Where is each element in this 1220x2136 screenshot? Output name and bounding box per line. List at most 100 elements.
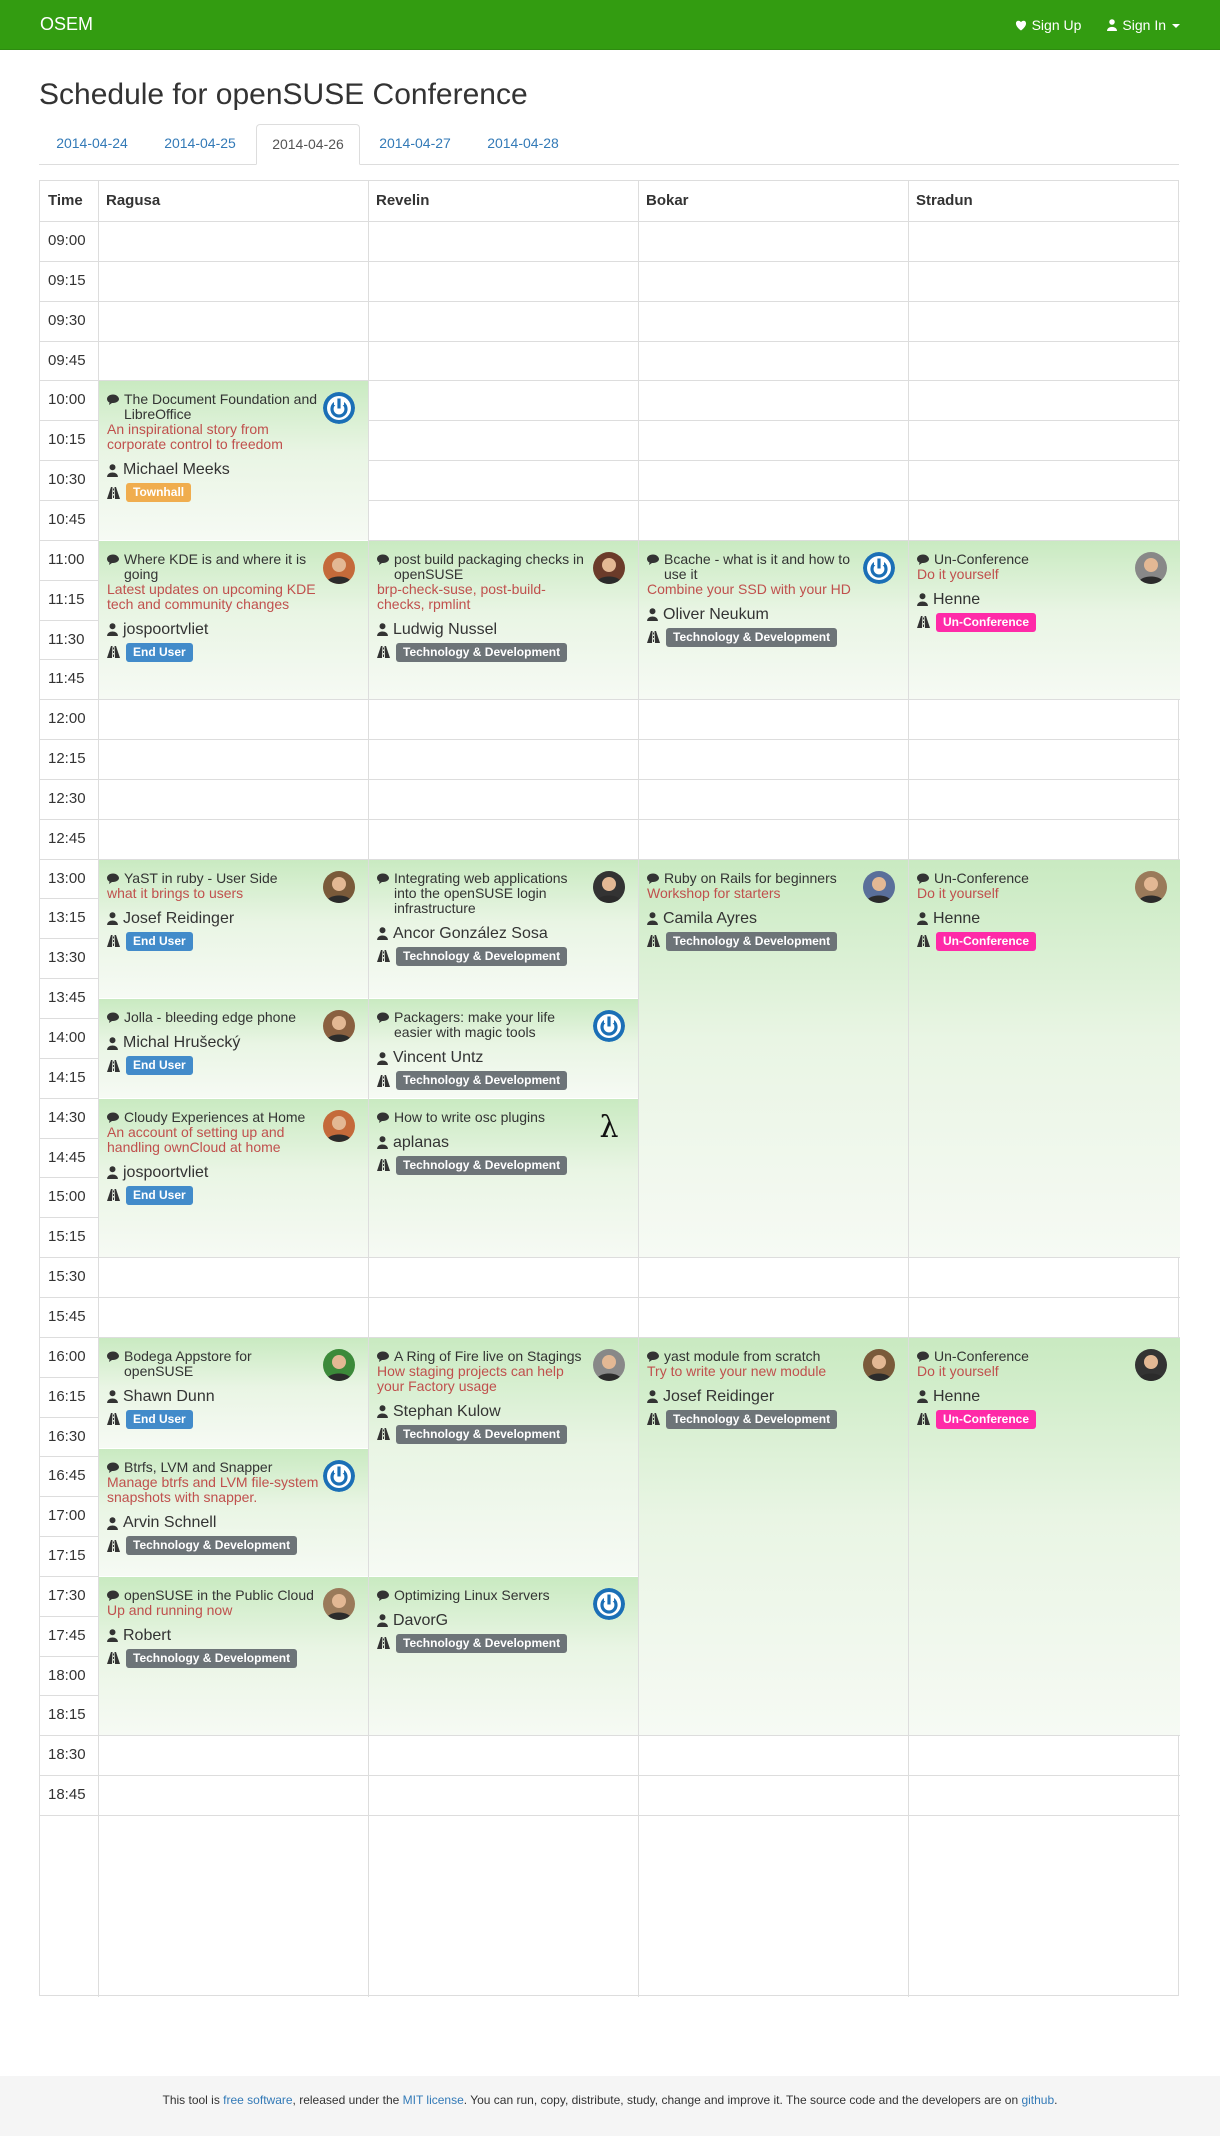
- row-divider: [908, 380, 1180, 382]
- time-cell: 13:15: [48, 909, 86, 927]
- row-divider: [368, 1336, 638, 1338]
- track-badge: End User: [126, 931, 193, 951]
- row-divider: [40, 1217, 98, 1219]
- row-divider: [40, 778, 98, 780]
- event-subtitle: Latest updates on upcoming KDE tech and …: [107, 580, 316, 612]
- opensuse-power-icon: [593, 1010, 625, 1043]
- footer: This tool is free software, released und…: [0, 2076, 1220, 2136]
- event-title[interactable]: Cloudy Experiences at Home: [107, 1109, 360, 1125]
- event-title[interactable]: yast module from scratch: [647, 1348, 900, 1364]
- brand-link[interactable]: OSEM: [40, 14, 94, 34]
- event-title[interactable]: The Document Foundation and LibreOffice: [107, 392, 360, 422]
- row-divider: [98, 739, 368, 741]
- event-title[interactable]: Where KDE is and where it is going: [107, 551, 360, 582]
- event-title[interactable]: Un-Conference: [917, 551, 1172, 567]
- event-title[interactable]: Ruby on Rails for beginners: [647, 870, 900, 886]
- tab-2014-04-24[interactable]: 2014-04-24: [56, 135, 128, 151]
- time-cell: 09:00: [48, 232, 86, 249]
- speaker-avatar: [863, 1348, 895, 1381]
- event-title-text: Btrfs, LVM and Snapper: [124, 1459, 273, 1476]
- tab-2014-04-26[interactable]: 2014-04-26: [256, 124, 360, 165]
- comment-icon: [917, 554, 929, 565]
- event-card[interactable]: Integrating web applications into the op…: [369, 859, 638, 999]
- event-card[interactable]: Packagers: make your life easier with ma…: [369, 999, 638, 1098]
- sign-in-dropdown[interactable]: Sign In: [1107, 17, 1180, 33]
- time-cell: 15:00: [48, 1188, 86, 1206]
- row-divider: [40, 898, 98, 900]
- sign-up-link[interactable]: Sign Up: [1015, 17, 1081, 33]
- row-divider: [638, 340, 908, 342]
- row-divider: [40, 579, 98, 581]
- event-subtitle: An inspirational story from corporate co…: [107, 421, 283, 453]
- event-title[interactable]: post build packaging checks in openSUSE: [377, 551, 630, 582]
- event-title[interactable]: Packagers: make your life easier with ma…: [377, 1010, 630, 1040]
- event-speaker: Henne: [917, 591, 1172, 609]
- road-icon: [107, 646, 120, 659]
- track-badge: Technology & Development: [396, 1633, 568, 1653]
- speaker-avatar: [323, 1010, 355, 1043]
- event-title[interactable]: Un-Conference: [917, 870, 1172, 886]
- row-divider: [98, 1815, 368, 1816]
- tab-2014-04-27[interactable]: 2014-04-27: [379, 135, 451, 151]
- time-cell: 10:45: [48, 510, 86, 528]
- lambda-icon: λ: [593, 1110, 625, 1142]
- speaker-avatar: [323, 551, 355, 584]
- event-title[interactable]: Optimizing Linux Servers: [377, 1587, 630, 1603]
- event-title[interactable]: How to write osc plugins: [377, 1109, 630, 1125]
- road-icon: [107, 935, 120, 948]
- column-divider: [908, 181, 909, 1997]
- tab-2014-04-25[interactable]: 2014-04-25: [164, 135, 236, 151]
- tab-2014-04-28[interactable]: 2014-04-28: [487, 135, 559, 151]
- time-cell: 12:45: [48, 829, 86, 847]
- row-divider: [638, 300, 908, 302]
- row-divider: [908, 1775, 1180, 1777]
- row-divider: [368, 1815, 638, 1816]
- event-title[interactable]: openSUSE in the Public Cloud: [107, 1587, 360, 1603]
- free-software-link[interactable]: free software: [223, 2093, 293, 2107]
- comment-icon: [377, 554, 389, 565]
- event-title[interactable]: YaST in ruby - User Side: [107, 870, 360, 886]
- event-title[interactable]: Un-Conference: [917, 1347, 1172, 1364]
- row-divider: [368, 499, 638, 501]
- row-divider: [368, 1775, 638, 1777]
- event-title[interactable]: Integrating web applications into the op…: [377, 870, 630, 916]
- column-divider: [638, 181, 639, 1997]
- event-track: Technology & Development: [107, 1536, 360, 1556]
- event-title-text: Un-Conference: [934, 1347, 1029, 1364]
- speaker-name: aplanas: [393, 1133, 450, 1151]
- track-badge: Technology & Development: [396, 946, 568, 966]
- event-speaker: Oliver Neukum: [647, 606, 900, 624]
- github-link[interactable]: github: [1021, 2093, 1055, 2107]
- event-title[interactable]: Jolla - bleeding edge phone: [107, 1010, 360, 1025]
- row-divider: [368, 460, 638, 462]
- mit-license-link[interactable]: MIT license: [402, 2093, 464, 2107]
- event-title[interactable]: A Ring of Fire live on Stagings: [377, 1348, 630, 1364]
- event-title[interactable]: Bodega Appstore for openSUSE: [107, 1348, 360, 1379]
- time-cell: 11:15: [48, 590, 85, 608]
- road-icon: [647, 631, 660, 644]
- footer-text: .: [1054, 2093, 1058, 2107]
- event-title[interactable]: Bcache - what is it and how to use it: [647, 551, 900, 582]
- row-divider: [368, 1735, 638, 1737]
- event-title[interactable]: Btrfs, LVM and Snapper: [107, 1460, 360, 1475]
- svg-text:λ: λ: [599, 1110, 618, 1142]
